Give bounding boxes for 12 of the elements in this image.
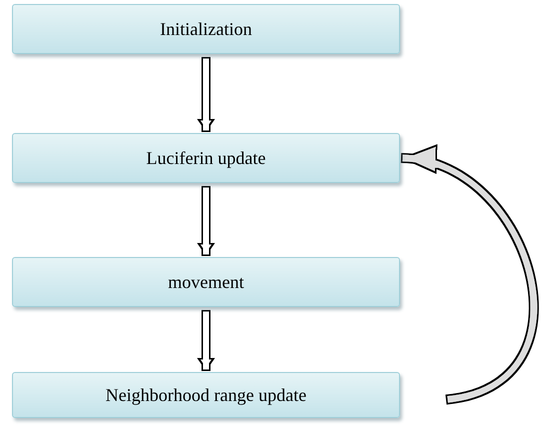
block-arrow [197, 186, 215, 256]
process-box [12, 257, 400, 307]
process-box [12, 4, 400, 54]
block-arrow [197, 310, 215, 371]
step-label: Luciferin update [146, 148, 266, 168]
step-label: Initialization [160, 18, 252, 40]
process-box [12, 372, 400, 418]
block-arrow [400, 144, 539, 405]
step-label: Neighborhood range update [106, 384, 306, 406]
block-arrow [197, 57, 215, 132]
step-label: movement [168, 272, 244, 292]
process-box [12, 133, 400, 183]
